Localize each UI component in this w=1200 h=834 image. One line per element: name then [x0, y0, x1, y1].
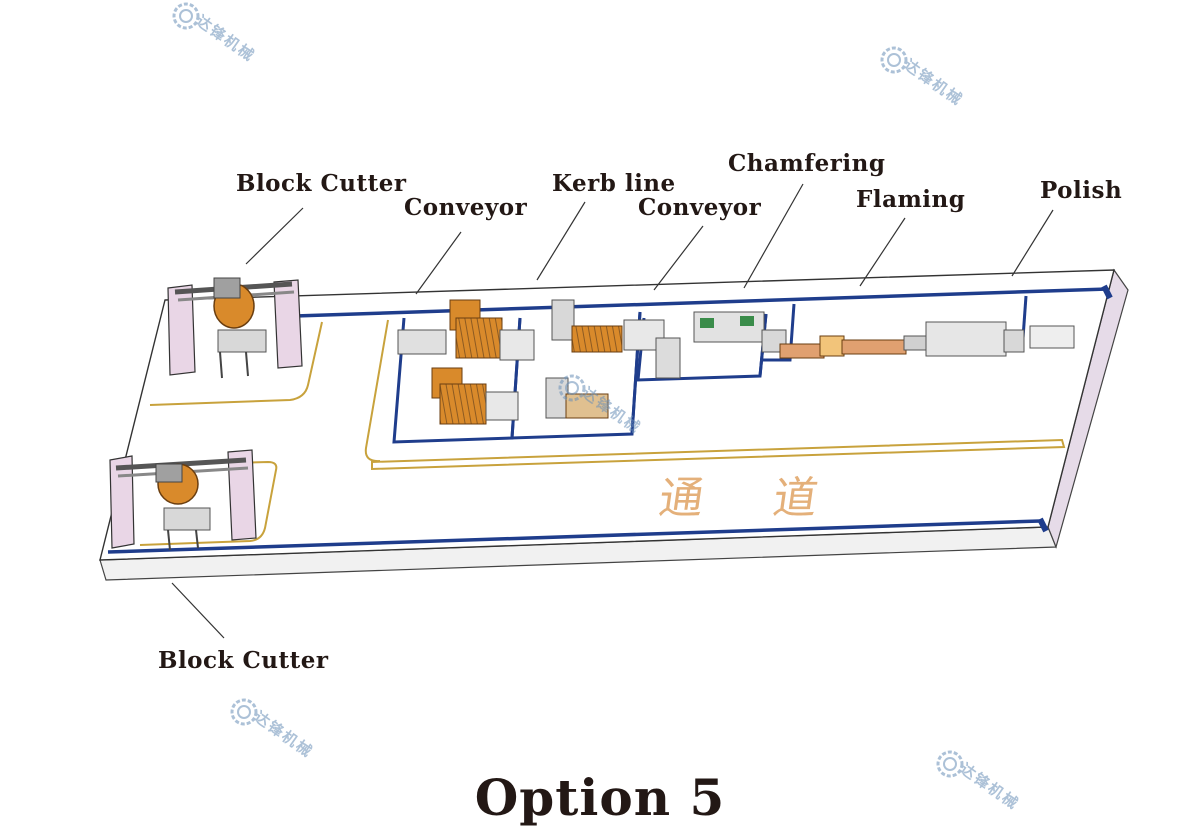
label-kerb-line: Kerb line	[552, 170, 676, 197]
floor-passage-text: 通 道	[655, 473, 849, 524]
gear-icon	[172, 2, 200, 30]
label-conveyor-2: Conveyor	[638, 194, 762, 221]
gear-icon	[880, 46, 908, 74]
watermark-text: 达锋机械	[578, 383, 645, 438]
label-conveyor-1: Conveyor	[404, 194, 528, 221]
blue-rails	[107, 284, 1113, 554]
block-cutter-bottom-machine	[109, 449, 257, 551]
page-title: Option 5	[474, 768, 726, 827]
watermark-logo: 达锋机械	[228, 696, 378, 766]
kerb-line-machines	[397, 299, 681, 425]
label-leader-lines	[171, 183, 1054, 639]
label-flaming: Flaming	[856, 186, 966, 213]
gear-icon	[230, 698, 258, 726]
watermark-text: 达锋机械	[192, 11, 259, 66]
block-cutter-top-machine	[167, 277, 303, 379]
watermark-logo: 达锋机械	[556, 372, 706, 442]
watermark-text: 达锋机械	[900, 55, 967, 110]
watermark-logo: 达锋机械	[170, 0, 320, 70]
label-block-cutter-top: Block Cutter	[236, 170, 407, 197]
label-block-cutter-bottom: Block Cutter	[158, 647, 329, 674]
watermark-text: 达锋机械	[250, 707, 317, 762]
processing-line-machines	[693, 311, 1075, 359]
gold-guide-lines	[139, 319, 1066, 546]
label-polish: Polish	[1040, 177, 1123, 204]
gear-icon	[558, 374, 586, 402]
gear-icon	[936, 750, 964, 778]
label-chamfering: Chamfering	[728, 150, 886, 177]
watermark-logo: 达锋机械	[934, 748, 1084, 818]
watermark-logo: 达锋机械	[878, 44, 1028, 114]
